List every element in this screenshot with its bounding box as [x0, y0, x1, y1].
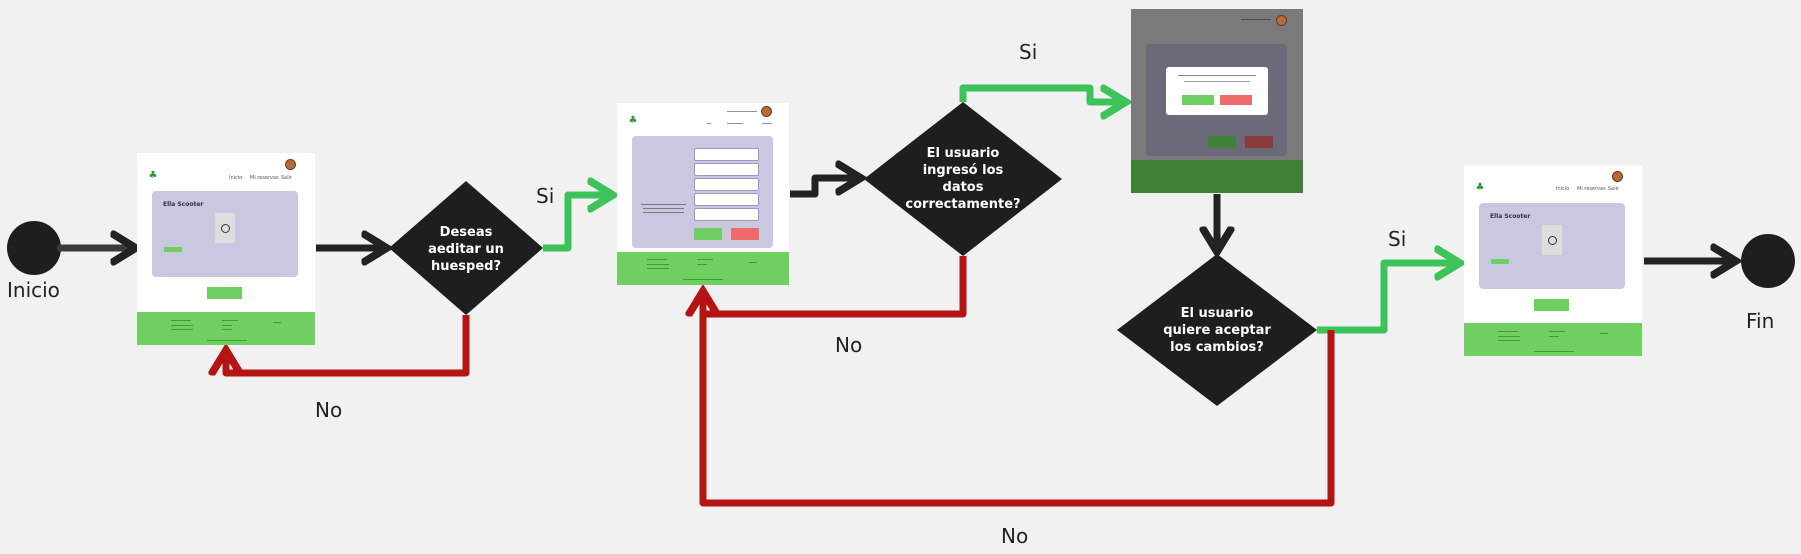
- no-label-2: No: [835, 333, 863, 357]
- decision-line: ingresó los: [922, 163, 1004, 178]
- nav-item-salir[interactable]: Salir: [1608, 186, 1620, 192]
- decision-edit-guest: [389, 181, 543, 315]
- arrow-yes-to-modal: [959, 84, 1123, 102]
- add-button[interactable]: [207, 287, 242, 299]
- form-field[interactable]: [694, 148, 759, 161]
- save-button[interactable]: [694, 228, 722, 240]
- reject-button[interactable]: [1220, 95, 1252, 105]
- end-label: Fin: [1746, 309, 1775, 333]
- avatar: [761, 106, 772, 117]
- yes-label-2: Si: [1019, 40, 1038, 64]
- add-button[interactable]: [1534, 299, 1569, 311]
- start-label: Inicio: [7, 278, 60, 302]
- screen-confirm-modal: [1131, 9, 1303, 193]
- nav-item-reservas[interactable]: Mi reservas: [250, 175, 279, 181]
- screen-edit-form: ♣: [617, 103, 789, 285]
- decision-line: El usuario: [926, 146, 1000, 161]
- avatar: [1612, 171, 1623, 182]
- avatar: [285, 159, 296, 170]
- decision-line: aeditar un: [428, 242, 504, 257]
- cancel-button[interactable]: [731, 228, 759, 240]
- footer: [1464, 323, 1642, 356]
- decision-line: quiere aceptar: [1163, 323, 1271, 338]
- form-field[interactable]: [694, 178, 759, 191]
- confirm-dialog: [1166, 67, 1268, 115]
- play-icon[interactable]: [215, 213, 235, 243]
- nav-item-inicio[interactable]: Inicio: [1556, 186, 1570, 192]
- footer: [137, 312, 315, 345]
- avatar: [1276, 15, 1287, 26]
- guest-card: Ella Scooter: [152, 191, 298, 277]
- edit-button[interactable]: [1491, 259, 1509, 264]
- screen-guest-list-updated: ♣ Inicio Mi reservas Salir Ella Scooter: [1464, 166, 1642, 356]
- arrow-yes-to-result: [1317, 263, 1457, 334]
- arrow-no-back-to-list: [226, 315, 470, 377]
- nav-item-inicio[interactable]: Inicio: [229, 175, 243, 181]
- form-field[interactable]: [694, 208, 759, 221]
- form-field[interactable]: [694, 193, 759, 206]
- decision-line: huesped?: [430, 259, 502, 274]
- no-label-3: No: [1001, 524, 1029, 548]
- logo-icon: ♣: [1475, 182, 1485, 193]
- logo-icon: ♣: [628, 115, 638, 126]
- yes-label-3: Si: [1388, 227, 1407, 251]
- decision-edit-guest-text: Deseas aeditar un huesped?: [406, 224, 526, 275]
- nav-item-salir[interactable]: Salir: [281, 175, 293, 181]
- form-panel: [632, 136, 773, 248]
- guest-card-title: Ella Scooter: [1490, 213, 1531, 220]
- footer: [617, 252, 789, 285]
- edit-button[interactable]: [164, 247, 182, 252]
- decision-data-correct-text: El usuario ingresó los datos correctamen…: [903, 145, 1023, 213]
- guest-card-title: Ella Scooter: [163, 201, 204, 208]
- no-label-1: No: [315, 398, 343, 422]
- play-icon[interactable]: [1542, 225, 1562, 255]
- yes-label-1: Si: [536, 184, 555, 208]
- decision-accept-changes-text: El usuario quiere aceptar los cambios?: [1157, 305, 1277, 356]
- decision-line: los cambios?: [1170, 340, 1264, 355]
- decision-line: El usuario: [1180, 306, 1254, 321]
- logo-icon: ♣: [148, 170, 158, 181]
- arrow-form-to-decision2: [790, 178, 858, 198]
- nav-item-reservas[interactable]: Mi reservas: [1577, 186, 1606, 192]
- form-field[interactable]: [694, 163, 759, 176]
- arrow-no-decision3-back-to-form: [699, 300, 1335, 507]
- screen-guest-list: ♣ Inicio Mi reservas Salir Ella Scooter: [137, 153, 315, 345]
- decision-data-correct: [864, 102, 1062, 256]
- decision-line: correctamente?: [905, 197, 1021, 212]
- guest-card: Ella Scooter: [1479, 203, 1625, 289]
- accept-button[interactable]: [1182, 95, 1214, 105]
- decision-accept-changes: [1117, 254, 1317, 406]
- end-node: [1741, 234, 1795, 288]
- decision-line: Deseas: [439, 225, 493, 240]
- start-node: [7, 221, 61, 275]
- decision-line: datos: [942, 180, 984, 195]
- arrow-yes-to-form: [543, 195, 610, 252]
- footer-dimmed: [1131, 160, 1303, 193]
